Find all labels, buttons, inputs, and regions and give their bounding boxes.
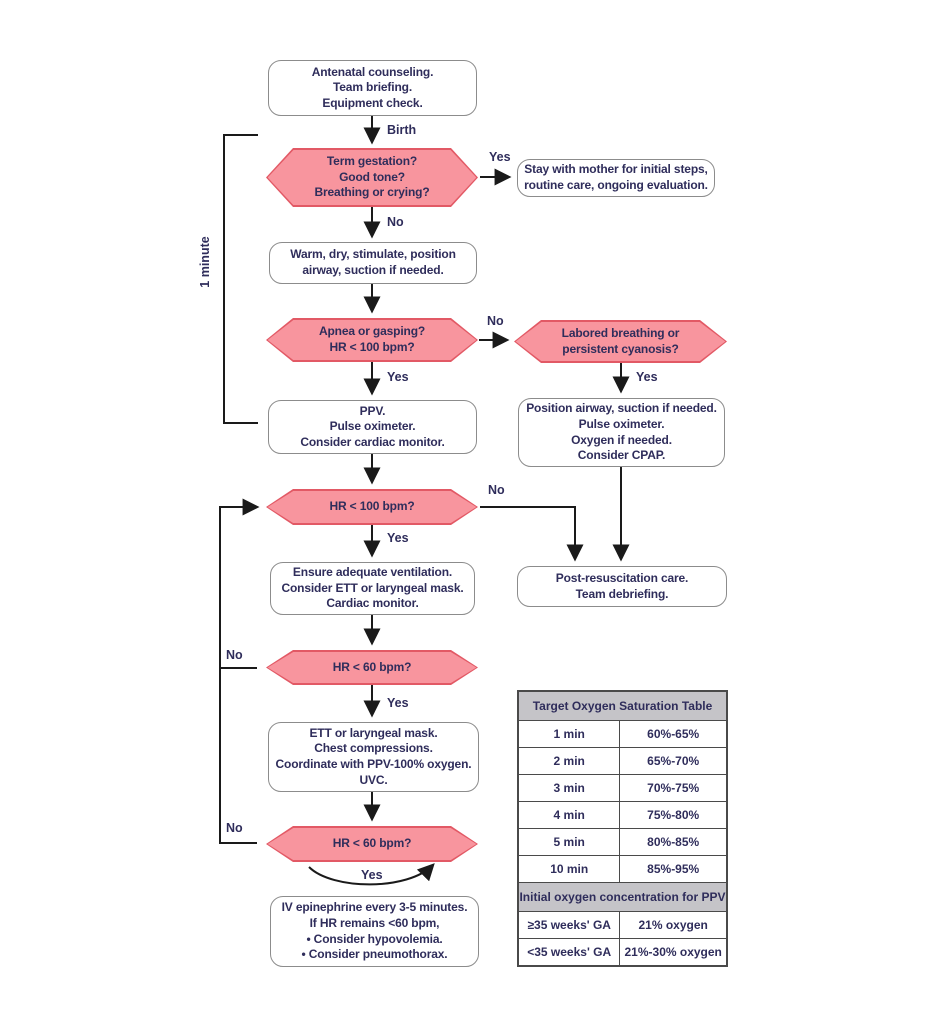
- table-cell-time: 5 min: [517, 828, 621, 856]
- box-ett-compressions: ETT or laryngeal mask. Chest compression…: [268, 722, 479, 792]
- box-ensure-ventilation: Ensure adequate ventilation. Consider ET…: [270, 562, 475, 615]
- table-row: 4 min 75%-80%: [517, 801, 728, 829]
- box-line: UVC.: [359, 772, 388, 787]
- table-cell-ga: ≥35 weeks' GA: [517, 911, 621, 939]
- decision-apnea-gasping: Apnea or gasping? HR < 100 bpm?: [266, 318, 478, 362]
- decision-hr-under-60-first: HR < 60 bpm?: [266, 650, 478, 685]
- table-cell-time: 10 min: [517, 855, 621, 883]
- box-line: Stay with mother for initial steps,: [524, 162, 708, 177]
- decision-line: persistent cyanosis?: [562, 341, 679, 356]
- box-line: routine care, ongoing evaluation.: [524, 178, 708, 192]
- table-cell-oxygen: 21%-30% oxygen: [619, 938, 728, 967]
- table-cell-sat: 65%-70%: [619, 747, 728, 775]
- box-antenatal-counseling: Antenatal counseling. Team briefing. Equ…: [268, 60, 477, 116]
- table-cell-oxygen: 21% oxygen: [619, 911, 728, 939]
- box-position-airway: Position airway, suction if needed. Puls…: [518, 398, 725, 467]
- table-cell-sat: 80%-85%: [619, 828, 728, 856]
- edge-label-birth: Birth: [387, 123, 417, 137]
- box-line: Ensure adequate ventilation.: [292, 565, 453, 580]
- edge-label-yes: Yes: [636, 370, 658, 384]
- table-cell-sat: 85%-95%: [619, 855, 728, 883]
- box-line: Antenatal counseling.: [311, 64, 434, 79]
- table-cell-sat: 60%-65%: [619, 720, 728, 748]
- decision-line: HR < 60 bpm?: [332, 659, 412, 674]
- box-line: Consider cardiac monitor.: [300, 434, 445, 449]
- box-line: Equipment check.: [322, 95, 423, 110]
- box-line: • Consider pneumothorax.: [301, 947, 448, 962]
- decision-hr-under-60-second: HR < 60 bpm?: [266, 826, 478, 862]
- box-line: Post-resuscitation care.: [555, 570, 689, 585]
- box-line: Consider CPAP.: [577, 448, 666, 463]
- decision-line: HR < 100 bpm?: [329, 499, 415, 514]
- edge-label-no: No: [487, 314, 504, 328]
- box-line: If HR remains <60 bpm,: [309, 915, 440, 930]
- box-line: PPV.: [359, 403, 386, 418]
- table-title: Target Oxygen Saturation Table: [517, 690, 728, 721]
- table-cell-sat: 70%-75%: [619, 774, 728, 802]
- decision-hr-under-100: HR < 100 bpm?: [266, 489, 478, 525]
- decision-term-gestation: Term gestation? Good tone? Breathing or …: [266, 148, 478, 207]
- table-row: 2 min 65%-70%: [517, 747, 728, 775]
- table-cell-ga: <35 weeks' GA: [517, 938, 621, 967]
- table-row: 10 min 85%-95%: [517, 855, 728, 883]
- box-line: IV epinephrine every 3-5 minutes.: [281, 900, 468, 915]
- box-post-resuscitation: Post-resuscitation care. Team debriefing…: [517, 566, 727, 607]
- edge-label-one-minute: 1 minute: [198, 236, 212, 288]
- decision-line: Labored breathing or: [561, 325, 680, 340]
- box-stay-with-mother: Stay with mother for initial steps, rout…: [517, 159, 715, 197]
- table-header-row: Initial oxygen concentration for PPV: [517, 882, 728, 912]
- box-line: Team debriefing.: [575, 586, 669, 601]
- table-row: 5 min 80%-85%: [517, 828, 728, 856]
- box-line: Position airway, suction if needed.: [526, 401, 717, 416]
- box-line: Warm, dry, stimulate, position: [290, 247, 456, 262]
- decision-line: Apnea or gasping?: [318, 324, 426, 339]
- box-ppv: PPV. Pulse oximeter. Consider cardiac mo…: [268, 400, 477, 454]
- box-line: • Consider hypovolemia.: [306, 931, 443, 946]
- box-iv-epinephrine: IV epinephrine every 3-5 minutes. If HR …: [270, 896, 479, 967]
- box-line: ETT or laryngeal mask.: [309, 725, 438, 740]
- edge-label-no: No: [226, 821, 243, 835]
- table-row: 3 min 70%-75%: [517, 774, 728, 802]
- table-header-row: Target Oxygen Saturation Table: [517, 690, 728, 721]
- table-cell-time: 3 min: [517, 774, 621, 802]
- table-cell-time: 2 min: [517, 747, 621, 775]
- edge-label-no: No: [226, 648, 243, 662]
- edge-label-yes: Yes: [361, 868, 383, 882]
- table-cell-time: 1 min: [517, 720, 621, 748]
- box-line: Pulse oximeter.: [329, 419, 416, 434]
- box-line: airway, suction if needed.: [302, 263, 444, 277]
- table-row: 1 min 60%-65%: [517, 720, 728, 748]
- box-line: Pulse oximeter.: [578, 416, 665, 431]
- table-subtitle: Initial oxygen concentration for PPV: [517, 882, 728, 912]
- box-line: Consider ETT or laryngeal mask.: [281, 580, 464, 595]
- decision-line: Term gestation?: [326, 154, 418, 169]
- table-row: ≥35 weeks' GA 21% oxygen: [517, 911, 728, 939]
- edge-label-yes: Yes: [387, 370, 409, 384]
- table-cell-sat: 75%-80%: [619, 801, 728, 829]
- edge-label-yes: Yes: [387, 531, 409, 545]
- decision-line: Breathing or crying?: [314, 185, 430, 200]
- box-line: Coordinate with PPV-100% oxygen.: [275, 757, 472, 771]
- box-warm-dry-stimulate: Warm, dry, stimulate, position airway, s…: [269, 242, 477, 284]
- box-line: Oxygen if needed.: [571, 432, 672, 447]
- decision-line: HR < 60 bpm?: [332, 836, 412, 851]
- decision-line: Good tone?: [339, 169, 405, 184]
- box-line: Chest compressions.: [314, 741, 433, 756]
- box-line: Cardiac monitor.: [326, 596, 419, 611]
- edge-label-yes: Yes: [387, 696, 409, 710]
- box-line: Team briefing.: [332, 80, 413, 95]
- edge-label-no: No: [387, 215, 404, 229]
- decision-labored-breathing: Labored breathing or persistent cyanosis…: [514, 320, 727, 363]
- edge-label-yes: Yes: [489, 150, 511, 164]
- table-row: <35 weeks' GA 21%-30% oxygen: [517, 938, 728, 967]
- target-oxygen-saturation-table: Target Oxygen Saturation Table 1 min 60%…: [517, 690, 728, 967]
- decision-line: HR < 100 bpm?: [329, 340, 415, 354]
- edge-label-no: No: [488, 483, 505, 497]
- table-cell-time: 4 min: [517, 801, 621, 829]
